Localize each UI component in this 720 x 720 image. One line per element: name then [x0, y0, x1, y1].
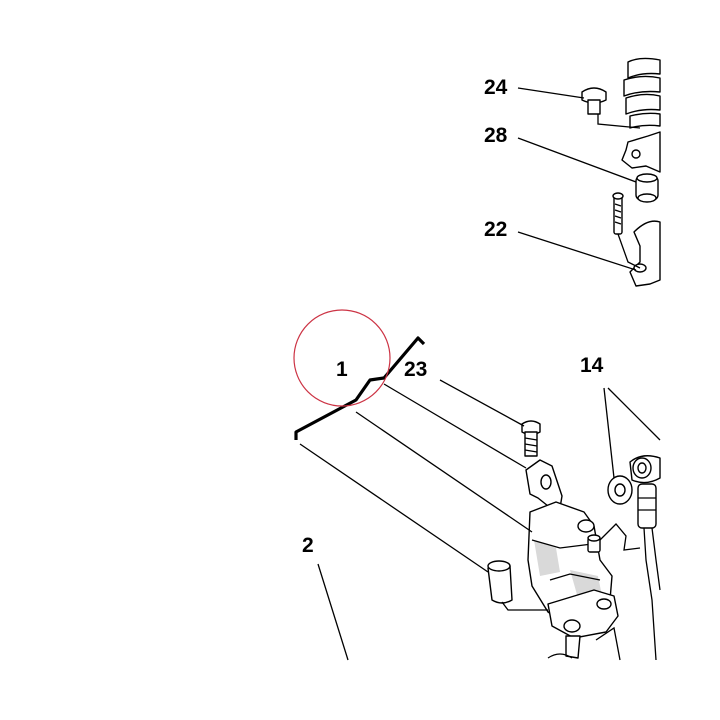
callout-24: 24 — [484, 76, 508, 99]
brake-hose — [643, 527, 657, 661]
guide-pin — [487, 560, 513, 604]
callout-14: 14 — [580, 354, 604, 377]
screw-24 — [581, 87, 607, 115]
banjo-fitting — [629, 455, 661, 529]
callout-2: 2 — [302, 534, 314, 557]
highlight-circle — [293, 309, 391, 407]
group-bracket — [294, 336, 426, 440]
shock-lower-eye — [629, 220, 661, 287]
long-bolt — [612, 192, 624, 235]
callout-28: 28 — [484, 124, 508, 147]
washer — [607, 475, 633, 505]
lower-assembly — [487, 420, 661, 661]
bolt-23 — [521, 420, 541, 457]
callout-23: 23 — [404, 358, 427, 381]
leader-lines — [299, 87, 661, 661]
upper-assembly — [581, 57, 661, 287]
bleed-screw — [587, 534, 601, 553]
callout-1: 1 — [336, 358, 348, 381]
bushing — [635, 173, 659, 203]
callout-22: 22 — [484, 218, 507, 241]
coil-spring — [623, 57, 661, 129]
shock-upper-mount — [621, 131, 661, 173]
